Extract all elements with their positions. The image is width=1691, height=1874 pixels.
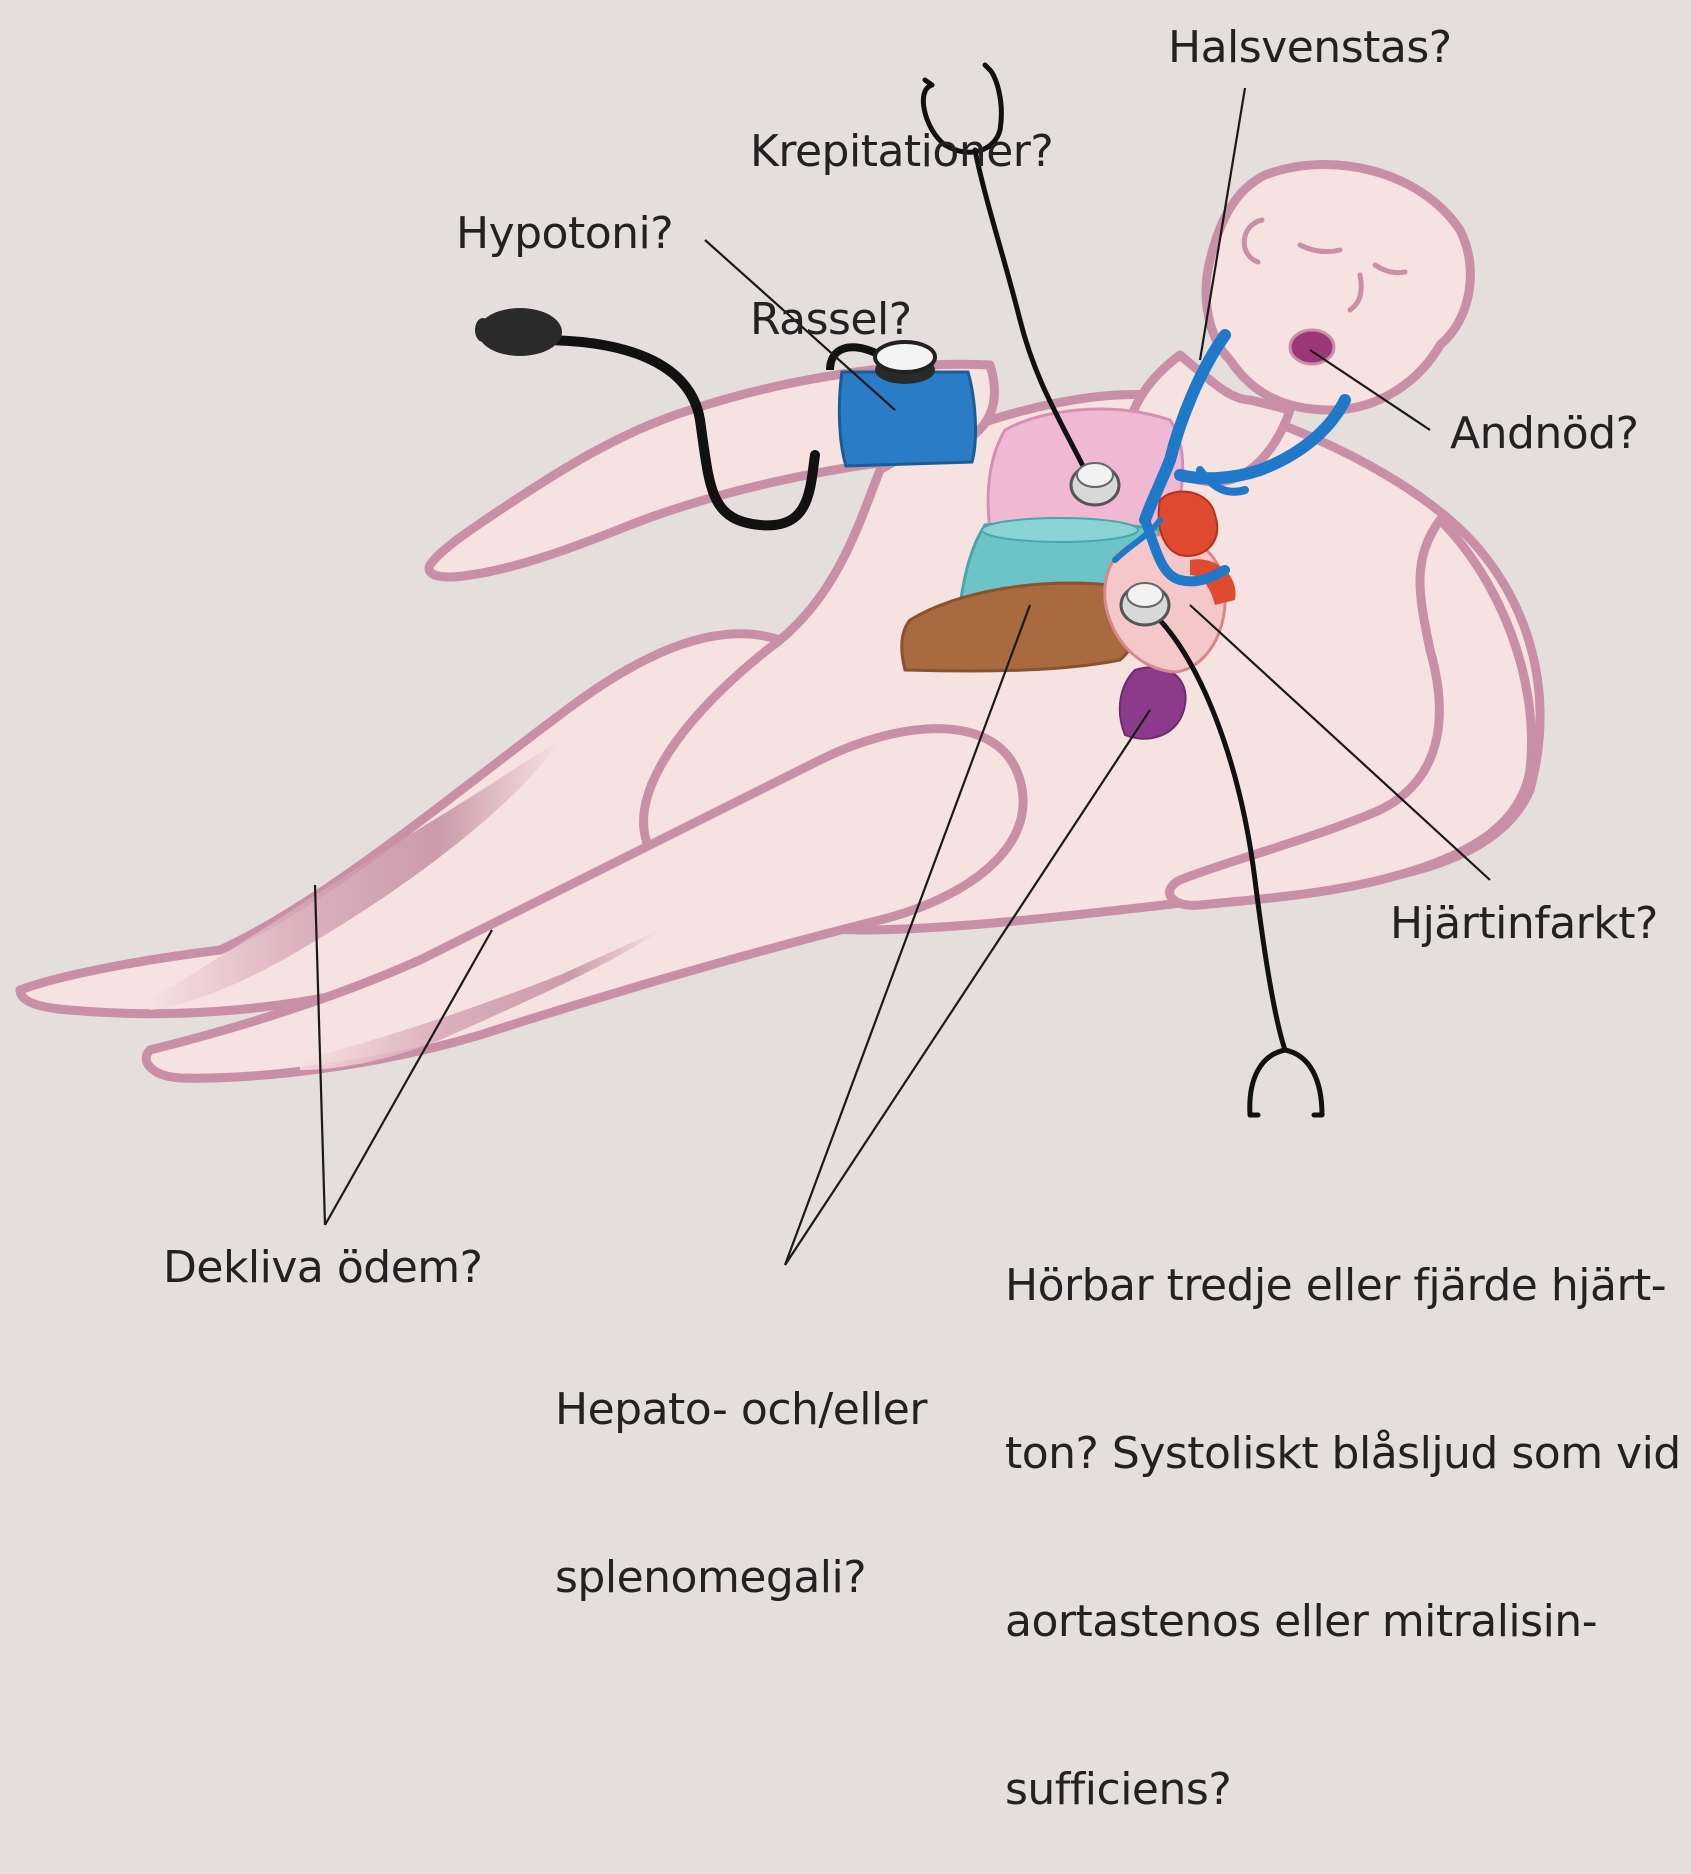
head xyxy=(1206,164,1470,410)
mouth-open xyxy=(1290,330,1334,364)
label-hjartinfarkt: Hjärtinfarkt? xyxy=(1390,896,1658,952)
earpieces-lower xyxy=(1250,1050,1322,1115)
label-hjartton-line4: sufficiens? xyxy=(1005,1762,1681,1818)
label-hjartton-line2: ton? Systoliskt blåsljud som vid xyxy=(1005,1426,1681,1482)
label-halsvenstas: Halsvenstas? xyxy=(1168,20,1452,76)
label-hjartton-line3: aortastenos eller mitralisin- xyxy=(1005,1594,1681,1650)
label-andnod: Andnöd? xyxy=(1450,406,1639,462)
label-hepato-line1: Hepato- och/eller xyxy=(555,1382,927,1438)
label-krepitationer: Krepitationer? Rassel? xyxy=(750,12,1053,404)
label-hepato-line2: splenomegali? xyxy=(555,1550,927,1606)
label-hjartton-line1: Hörbar tredje eller fjärde hjärt- xyxy=(1005,1258,1681,1314)
label-hypotoni: Hypotoni? xyxy=(456,206,673,262)
label-rassel: Rassel? xyxy=(750,292,1053,348)
label-krepitationer-line1: Krepitationer? xyxy=(750,124,1053,180)
fluid-level xyxy=(982,518,1138,542)
diagram-canvas: Krepitationer? Rassel? Halsvenstas? Hypo… xyxy=(0,0,1691,1383)
pump-valve xyxy=(475,318,491,342)
label-dekliva-odem: Dekliva ödem? xyxy=(163,1240,483,1296)
aorta xyxy=(1159,492,1218,556)
label-hjartton: Hörbar tredje eller fjärde hjärt- ton? S… xyxy=(1005,1146,1681,1874)
label-hepato: Hepato- och/eller splenomegali? xyxy=(555,1270,927,1662)
